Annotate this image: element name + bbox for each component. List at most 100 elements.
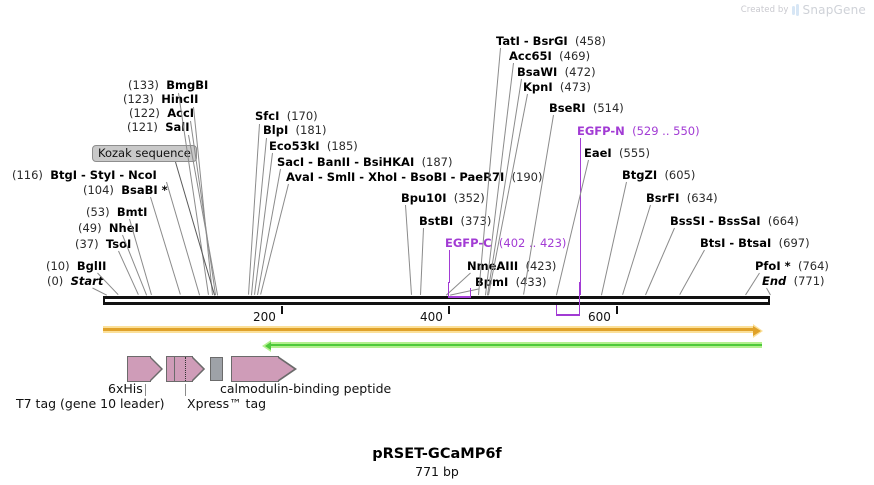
feature-caption-6xhis[interactable]: 6xHis (108, 381, 143, 396)
enzyme-position-acci: (122) (129, 106, 160, 120)
feature-caption-xpress[interactable]: Xpress™ tag (187, 396, 267, 411)
enzyme-label-bpmi[interactable]: BpmI (433) (475, 276, 547, 289)
leader-line (745, 272, 760, 296)
enzyme-name-bsabi: BsaBI * (121, 183, 168, 197)
backbone-bottom-strand (103, 302, 770, 305)
feature-caption-connector-xpress (185, 384, 186, 396)
enzyme-position-egfpn: (529 .. 550) (632, 124, 700, 138)
enzyme-name-bstbi: BstBI (419, 214, 454, 228)
enzyme-position-bseri: (514) (592, 101, 624, 115)
enzyme-name-tati: TatI - BsrGI (496, 34, 568, 48)
enzyme-label-bsssi[interactable]: BssSI - BssSaI (664) (670, 215, 799, 228)
enzyme-name-eaei: EaeI (584, 146, 612, 160)
enzyme-position-bsssi: (664) (767, 214, 799, 228)
enzyme-position-start: (0) (47, 274, 64, 288)
enzyme-label-start[interactable]: (0) Start (47, 275, 103, 288)
enzyme-label-acc65i[interactable]: Acc65I (469) (509, 50, 590, 63)
enzyme-name-kpni: KpnI (523, 80, 553, 94)
enzyme-position-bpu10i: (352) (453, 191, 485, 205)
green-feature-bar[interactable] (271, 342, 762, 348)
enzyme-label-eaei[interactable]: EaeI (555) (584, 147, 650, 160)
enzyme-label-bstbi[interactable]: BstBI (373) (419, 215, 491, 228)
enzyme-label-egfpc[interactable]: EGFP-C (402 .. 423) (445, 237, 566, 250)
feature-arrow-calmodulin-binding-peptide[interactable] (231, 356, 297, 382)
enzyme-label-bseri[interactable]: BseRI (514) (549, 102, 624, 115)
enzyme-position-btgi: (116) (12, 168, 43, 182)
enzyme-label-bmgbi[interactable]: (133) BmgBI (128, 79, 208, 92)
enzyme-position-saci: (187) (421, 155, 453, 169)
enzyme-name-acc65i: Acc65I (509, 49, 552, 63)
page-title: pRSET-GCaMP6f (372, 446, 502, 462)
enzyme-position-tsoi: (37) (75, 237, 99, 251)
kozak-sequence-badge[interactable]: Kozak sequence (92, 145, 197, 162)
enzyme-label-btsi[interactable]: BtsI - BtsaI (697) (700, 237, 810, 250)
leader-line (556, 159, 589, 296)
enzyme-label-acci[interactable]: (122) AccI (129, 107, 194, 120)
enzyme-position-bmti: (53) (86, 205, 110, 219)
enzyme-label-avai[interactable]: AvaI - SmlI - XhoI - BsoBI - PaeR7I (190… (286, 171, 543, 184)
backbone-right-cap (768, 296, 770, 305)
enzyme-position-eaei: (555) (619, 146, 650, 160)
watermark-created-label: Created by (740, 5, 789, 15)
enzyme-position-kpni: (473) (559, 80, 591, 94)
leader-line (766, 287, 771, 296)
feature-arrow-xpress-tag[interactable] (174, 356, 206, 382)
leader-line (645, 227, 675, 296)
enzyme-position-nmeaiii: (423) (525, 259, 557, 273)
enzyme-label-hincii[interactable]: (123) HincII (123, 93, 198, 106)
enzyme-name-bseri: BseRI (549, 101, 586, 115)
enzyme-name-bglii: BglII (76, 259, 107, 273)
enzyme-label-sali[interactable]: (121) SalI (127, 121, 190, 134)
enzyme-position-hincii: (123) (123, 92, 154, 106)
enzyme-position-bpmi: (433) (515, 275, 547, 289)
enzyme-label-blpi[interactable]: BlpI (181) (263, 124, 326, 137)
enzyme-label-sfci[interactable]: SfcI (170) (255, 110, 318, 123)
leader-line (118, 250, 139, 296)
enzyme-name-sfci: SfcI (255, 109, 280, 123)
enzyme-position-bsabi: (104) (83, 183, 114, 197)
enzyme-label-bpu10i[interactable]: Bpu10I (352) (401, 192, 485, 205)
enzyme-label-pfoi[interactable]: PfoI * (764) (755, 260, 829, 273)
enzyme-label-kpni[interactable]: KpnI (473) (523, 81, 591, 94)
leader-line (580, 138, 581, 295)
enzyme-name-start: Start (70, 274, 104, 288)
leader-line (150, 196, 181, 296)
feature-arrow-t7-tag[interactable] (127, 356, 163, 382)
enzyme-position-blpi: (181) (295, 123, 327, 137)
enzyme-label-tsoi[interactable]: (37) TsoI (75, 238, 131, 251)
enzyme-label-saci[interactable]: SacI - BanII - BsiHKAI (187) (277, 156, 453, 169)
enzyme-label-bmti[interactable]: (53) BmtI (86, 206, 147, 219)
enzyme-name-sali: SalI (165, 120, 190, 134)
leader-line (622, 204, 651, 296)
enzyme-label-egfpn[interactable]: EGFP-N (529 .. 550) (577, 125, 700, 138)
enzyme-label-bsawi[interactable]: BsaWI (472) (517, 66, 596, 79)
orange-feature-arrowhead (753, 326, 761, 336)
enzyme-name-egfpc: EGFP-C (445, 236, 492, 250)
enzyme-name-bsrfi: BsrFI (646, 191, 680, 205)
orange-feature-bar[interactable] (103, 326, 755, 333)
enzyme-label-btgi[interactable]: (116) BtgI - StyI - NcoI (12, 169, 157, 182)
enzyme-position-end: (771) (793, 274, 825, 288)
enzyme-label-bsrfi[interactable]: BsrFI (634) (646, 192, 718, 205)
enzyme-label-bsabi[interactable]: (104) BsaBI * (83, 184, 168, 197)
enzyme-label-bglii[interactable]: (10) BglII (46, 260, 106, 273)
snapgene-logo-icon (791, 4, 800, 16)
enzyme-name-eco53ki: Eco53kI (269, 139, 320, 153)
feature-caption-t7tag[interactable]: T7 tag (gene 10 leader) (16, 396, 165, 411)
enzyme-position-btsi: (697) (778, 236, 810, 250)
enzyme-name-btsi: BtsI - BtsaI (700, 236, 772, 250)
enzyme-label-btgzi[interactable]: BtgZI (605) (622, 169, 695, 182)
leader-line (175, 161, 215, 296)
leader-line (420, 227, 424, 296)
enzyme-label-tati[interactable]: TatI - BsrGI (458) (496, 35, 606, 48)
enzyme-label-nhei[interactable]: (49) NheI (78, 222, 139, 235)
enzyme-position-tati: (458) (575, 34, 606, 48)
enzyme-label-end[interactable]: End (771) (762, 275, 825, 288)
feature-caption-cbp[interactable]: calmodulin-binding peptide (220, 381, 392, 396)
leader-line (679, 249, 705, 296)
enzyme-position-acc65i: (469) (559, 49, 591, 63)
feature-box-grey[interactable] (210, 357, 223, 381)
enzyme-label-eco53ki[interactable]: Eco53kI (185) (269, 140, 358, 153)
leader-line (405, 204, 412, 296)
